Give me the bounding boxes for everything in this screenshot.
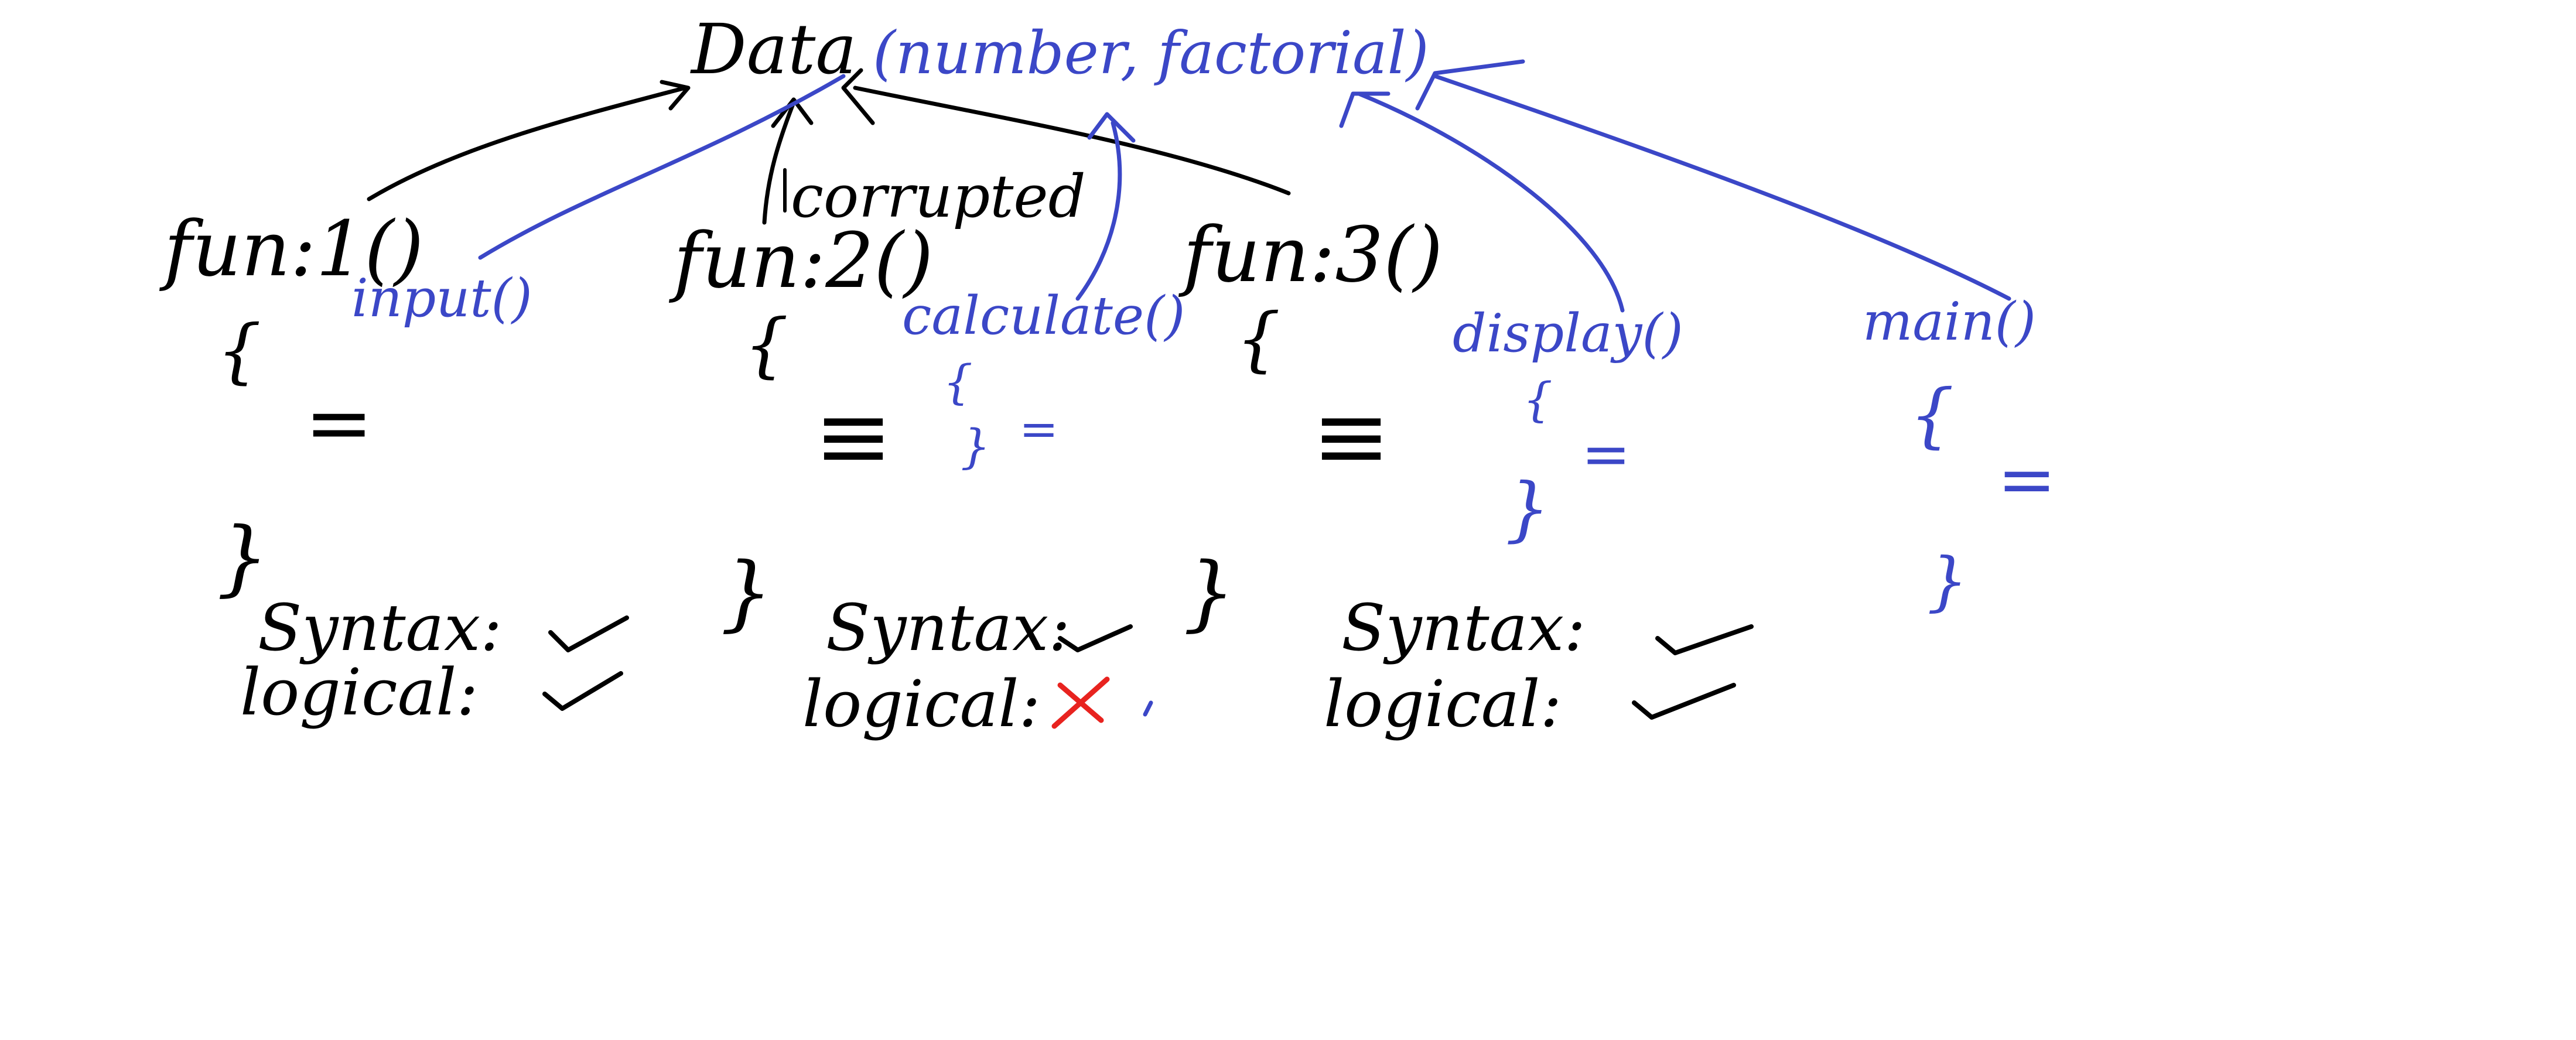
check-icon [542, 671, 623, 711]
syntax-label-1: Syntax: [258, 590, 502, 665]
function-name-calculate: calculate() [902, 285, 1185, 347]
arrow-main-to-members [1433, 74, 2011, 301]
arrow-fun2-to-data [762, 100, 796, 225]
function-close-brace-3: } [1183, 545, 1235, 641]
function-body-1: = [305, 375, 373, 471]
check-icon [1058, 624, 1133, 652]
new-function-calculate: calculate() { = } [902, 285, 1185, 474]
function-open-brace-3: { [1236, 299, 1280, 380]
arrow-display-to-members [1357, 91, 1625, 313]
function-open-brace-2: { [744, 305, 788, 386]
data-members: (number, factorial) [873, 19, 1429, 87]
black-arrows [367, 68, 1291, 225]
arrowhead-display [1339, 91, 1391, 128]
corrupted-label: corrupted [791, 162, 1086, 231]
arrow-calculate-to-members [1075, 121, 1122, 301]
function-name-display: display() [1453, 303, 1683, 364]
function-name-main: main() [1863, 291, 2036, 353]
blue-arrows [478, 59, 2011, 313]
function-close-brace-1: } [217, 510, 269, 605]
function-name-3: fun:3() [1178, 210, 1443, 299]
function-name-1: fun:1() [159, 204, 424, 293]
arrow-fun1-to-data [367, 85, 688, 201]
arrow-fun3-to-data [853, 85, 1291, 196]
function-body-3: ≡ [1312, 381, 1391, 491]
function-close-brace-calculate: } [961, 419, 990, 474]
arrowhead-calculate [1087, 112, 1136, 143]
function-block-2: fun:2() { ≡ } Syntax: logical: [669, 216, 1153, 741]
arrowhead-fun3 [841, 68, 875, 125]
function-block-3: fun:3() { ≡ } Syntax: logical: [1178, 210, 1754, 741]
data-title: Data [690, 9, 857, 90]
new-function-display: display() { = } [1453, 303, 1683, 550]
function-name-input: input() [351, 268, 532, 329]
function-open-brace-display: { [1523, 372, 1553, 427]
function-body-calculate: = [1019, 402, 1058, 456]
logical-label-2: logical: [802, 666, 1040, 741]
function-name-2: fun:2() [669, 216, 934, 305]
function-close-brace-main: } [1927, 543, 1968, 618]
function-open-brace-main: { [1909, 375, 1954, 456]
function-close-brace-display: } [1505, 468, 1550, 550]
data-node: Data (number, factorial) [690, 9, 1429, 90]
arrow-input-to-members [478, 74, 846, 260]
arrowhead-main [1415, 59, 1525, 111]
logical-label-1: logical: [240, 655, 478, 730]
syntax-label-2: Syntax: [826, 590, 1070, 665]
check-icon [1632, 683, 1736, 720]
function-close-brace-2: } [720, 545, 773, 641]
check-icon [1655, 624, 1754, 655]
new-function-input: input() [351, 268, 532, 329]
logical-label-3: logical: [1324, 666, 1562, 741]
function-open-brace-1: { [217, 310, 261, 392]
new-function-main: main() { = } [1863, 291, 2056, 618]
check-icon [548, 615, 629, 652]
arrowhead-fun2 [771, 97, 814, 128]
function-body-main: = [1997, 439, 2056, 521]
cross-icon [1051, 676, 1110, 729]
function-body-display: = [1581, 420, 1631, 488]
blue-tick-mark [1143, 700, 1153, 717]
function-open-brace-calculate: { [943, 355, 973, 409]
syntax-label-3: Syntax: [1341, 590, 1586, 665]
function-body-2: ≡ [814, 381, 893, 491]
function-block-1: fun:1() { = } Syntax: logical: [159, 204, 629, 730]
arrowhead-fun1 [660, 80, 691, 111]
